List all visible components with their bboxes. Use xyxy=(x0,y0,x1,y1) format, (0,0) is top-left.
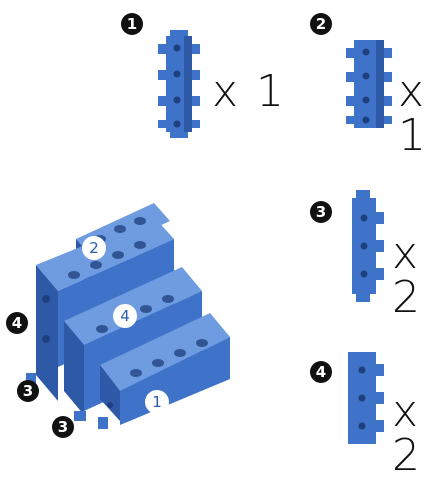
step-badge-1: 1 xyxy=(121,13,143,35)
quantity-label: x 2 xyxy=(392,390,448,478)
quantity-label: x 1 xyxy=(398,70,448,158)
assembly-callout-3: 3 xyxy=(52,416,74,438)
assembly-callout-4: 4 xyxy=(113,304,137,328)
assembly-callout-2: 2 xyxy=(82,236,106,260)
long-block-icon xyxy=(342,36,396,132)
step-badge-2: 2 xyxy=(310,13,332,35)
assembly-callout-1: 1 xyxy=(145,390,169,414)
short-block-icon xyxy=(340,190,386,302)
long-block-icon xyxy=(154,30,206,140)
step-badge-4: 4 xyxy=(310,361,332,383)
step-badge-3: 3 xyxy=(310,201,332,223)
assembly-callout-4: 4 xyxy=(6,312,28,334)
quantity-label: x 2 xyxy=(392,232,448,320)
short-block-icon xyxy=(340,350,386,446)
quantity-label: x 1 xyxy=(212,70,286,114)
assembly-callout-3: 3 xyxy=(17,380,39,402)
